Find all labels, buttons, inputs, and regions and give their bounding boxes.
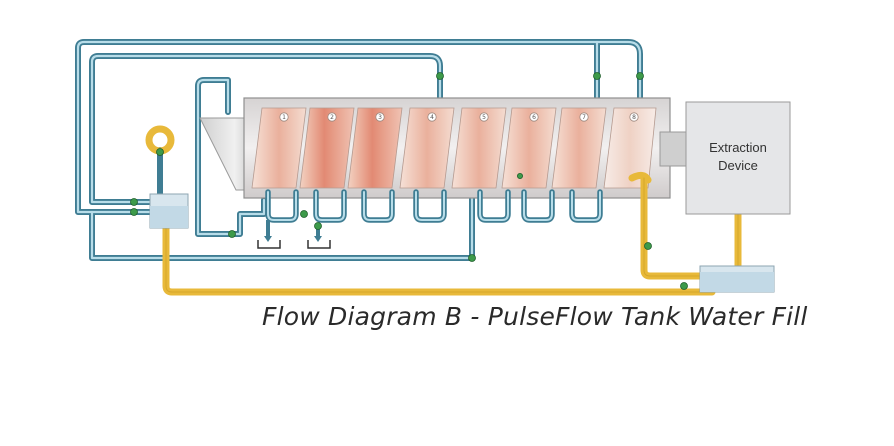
tanks xyxy=(149,193,775,293)
valve-icon xyxy=(130,198,138,206)
extraction-device-label-line2: Device xyxy=(718,158,758,173)
valve-icon xyxy=(636,72,644,80)
valve-icon xyxy=(300,210,308,218)
chamber-7-number: 7 xyxy=(582,114,586,121)
drain-outlets xyxy=(257,220,331,249)
collection-tank-water xyxy=(700,272,774,292)
chamber-1 xyxy=(251,107,307,189)
chamber-7 xyxy=(551,107,607,189)
extraction-device: Extraction Device xyxy=(685,101,791,215)
chamber-number-markers: 1 2 3 4 5 6 7 8 xyxy=(279,112,639,122)
chamber-8 xyxy=(603,107,657,189)
valves xyxy=(130,72,688,290)
water-supply-lines-highlight xyxy=(76,40,642,260)
drain-tray-1 xyxy=(257,240,281,249)
drum-top-return xyxy=(628,171,652,184)
drain-arrow-1 xyxy=(264,236,272,242)
pulseflow-tank-water xyxy=(150,206,188,228)
valve-icon xyxy=(593,72,601,80)
chamber-4-number: 4 xyxy=(430,114,434,121)
drain-arrow-2 xyxy=(314,236,322,242)
chamber-1-number: 1 xyxy=(282,114,286,121)
chamber-6-number: 6 xyxy=(532,114,536,121)
chamber-6 xyxy=(501,107,557,189)
chamber-4 xyxy=(399,107,455,189)
diagram-caption: Flow Diagram B - PulseFlow Tank Water Fi… xyxy=(262,302,808,331)
chamber-2 xyxy=(299,107,355,189)
chamber-3 xyxy=(347,107,403,189)
wash-loops-highlight xyxy=(267,191,601,221)
return-lines-edge xyxy=(165,177,739,293)
valve-icon xyxy=(644,242,652,250)
extraction-device-label-line1: Extraction xyxy=(709,140,767,155)
drain-tray-2 xyxy=(307,240,331,249)
chambers xyxy=(251,107,657,189)
drum-end-cap xyxy=(659,131,687,167)
chamber-8-number: 8 xyxy=(632,114,636,121)
chamber-5-number: 5 xyxy=(482,114,486,121)
chamber-5 xyxy=(451,107,507,189)
chamber-3-number: 3 xyxy=(378,114,382,121)
valve-icon xyxy=(314,222,322,230)
valve-icon xyxy=(680,282,688,290)
valve-icon xyxy=(517,172,524,179)
valve-icon xyxy=(156,148,164,156)
valve-icon xyxy=(130,208,138,216)
extraction-device-box xyxy=(685,101,791,215)
pulse-tank-inlet xyxy=(145,125,175,155)
chamber-2-number: 2 xyxy=(330,114,334,121)
valve-icon xyxy=(468,254,476,262)
valve-icon xyxy=(228,230,236,238)
valve-icon xyxy=(436,72,444,80)
